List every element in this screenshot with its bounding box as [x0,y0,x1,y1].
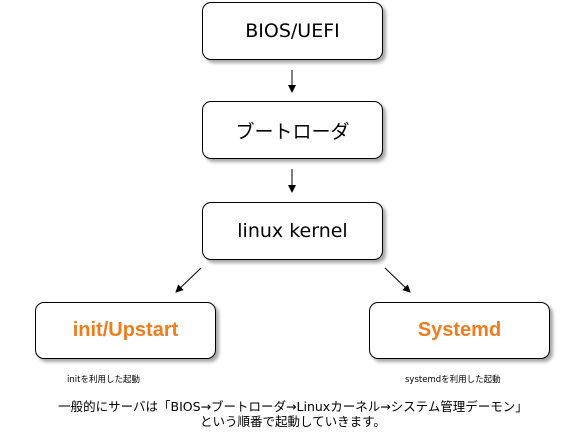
note-systemd-boot: systemdを利用した起動 [405,375,501,385]
node-init-upstart: init/Upstart [35,302,216,359]
note-init-boot: initを利用した起動 [67,375,140,385]
node-systemd-label: Systemd [417,319,502,341]
arrow-kernel-to-systemd [384,267,411,293]
node-linux-kernel: linux kernel [202,202,383,260]
caption-line-2: という順番で起動していきます。 [200,414,386,429]
node-bootloader: ブートローダ [202,101,383,159]
caption-line-1: 一般的にサーバは「BIOS→ブートローダ→Linuxカーネル→システム管理デーモ… [58,399,528,414]
node-bios-uefi-label: BIOS/UEFI [245,20,340,42]
node-bios-uefi: BIOS/UEFI [202,2,383,60]
node-systemd: Systemd [369,302,550,359]
node-linux-kernel-label: linux kernel [237,220,348,242]
caption: 一般的にサーバは「BIOS→ブートローダ→Linuxカーネル→システム管理デーモ… [0,399,586,429]
node-bootloader-label: ブートローダ [235,120,350,143]
arrow-kernel-to-init [175,267,202,293]
node-init-upstart-label: init/Upstart [72,319,179,341]
